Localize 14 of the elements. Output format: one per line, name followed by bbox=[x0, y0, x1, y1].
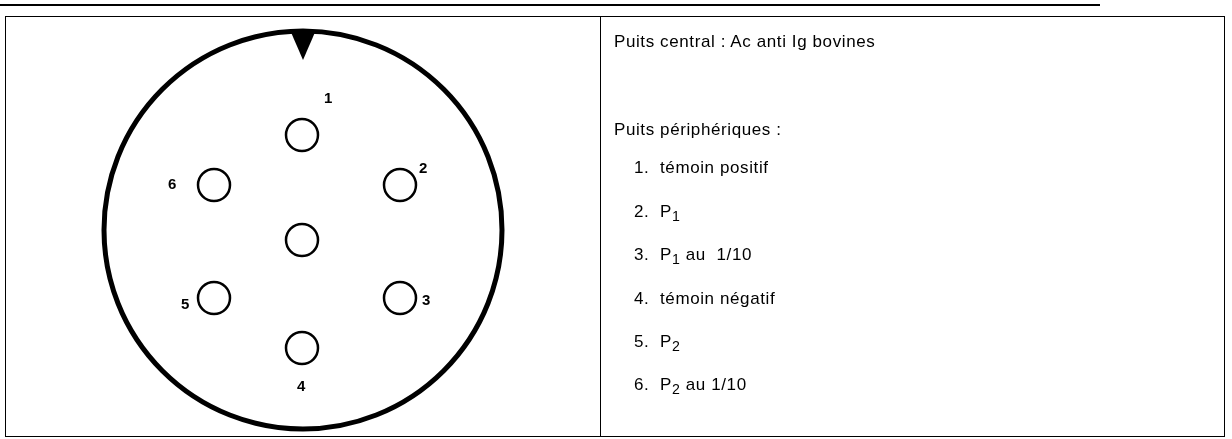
callout-number: 5 bbox=[181, 296, 190, 312]
list-heading: Puits périphériques : bbox=[614, 120, 782, 140]
callout-number: 6 bbox=[168, 176, 177, 192]
list-item: 5. P$_{2}$ bbox=[634, 332, 681, 357]
callout-number: 2 bbox=[419, 160, 428, 176]
list-item: 3. P$_{1}$ au 1/10 bbox=[634, 245, 753, 270]
callout-number: 1 bbox=[324, 90, 333, 106]
list-item: 2. P$_{1}$ bbox=[634, 202, 681, 227]
list-item: 6. P$_{2}$ au 1/10 bbox=[634, 375, 747, 400]
callout-number: 3 bbox=[422, 292, 431, 308]
callout-number: 4 bbox=[297, 378, 306, 394]
description-text: Puits central : Ac anti Ig bovines bbox=[614, 32, 876, 52]
list-item: 4. témoin négatif bbox=[634, 289, 776, 309]
list-item: 1. témoin positif bbox=[634, 158, 769, 178]
